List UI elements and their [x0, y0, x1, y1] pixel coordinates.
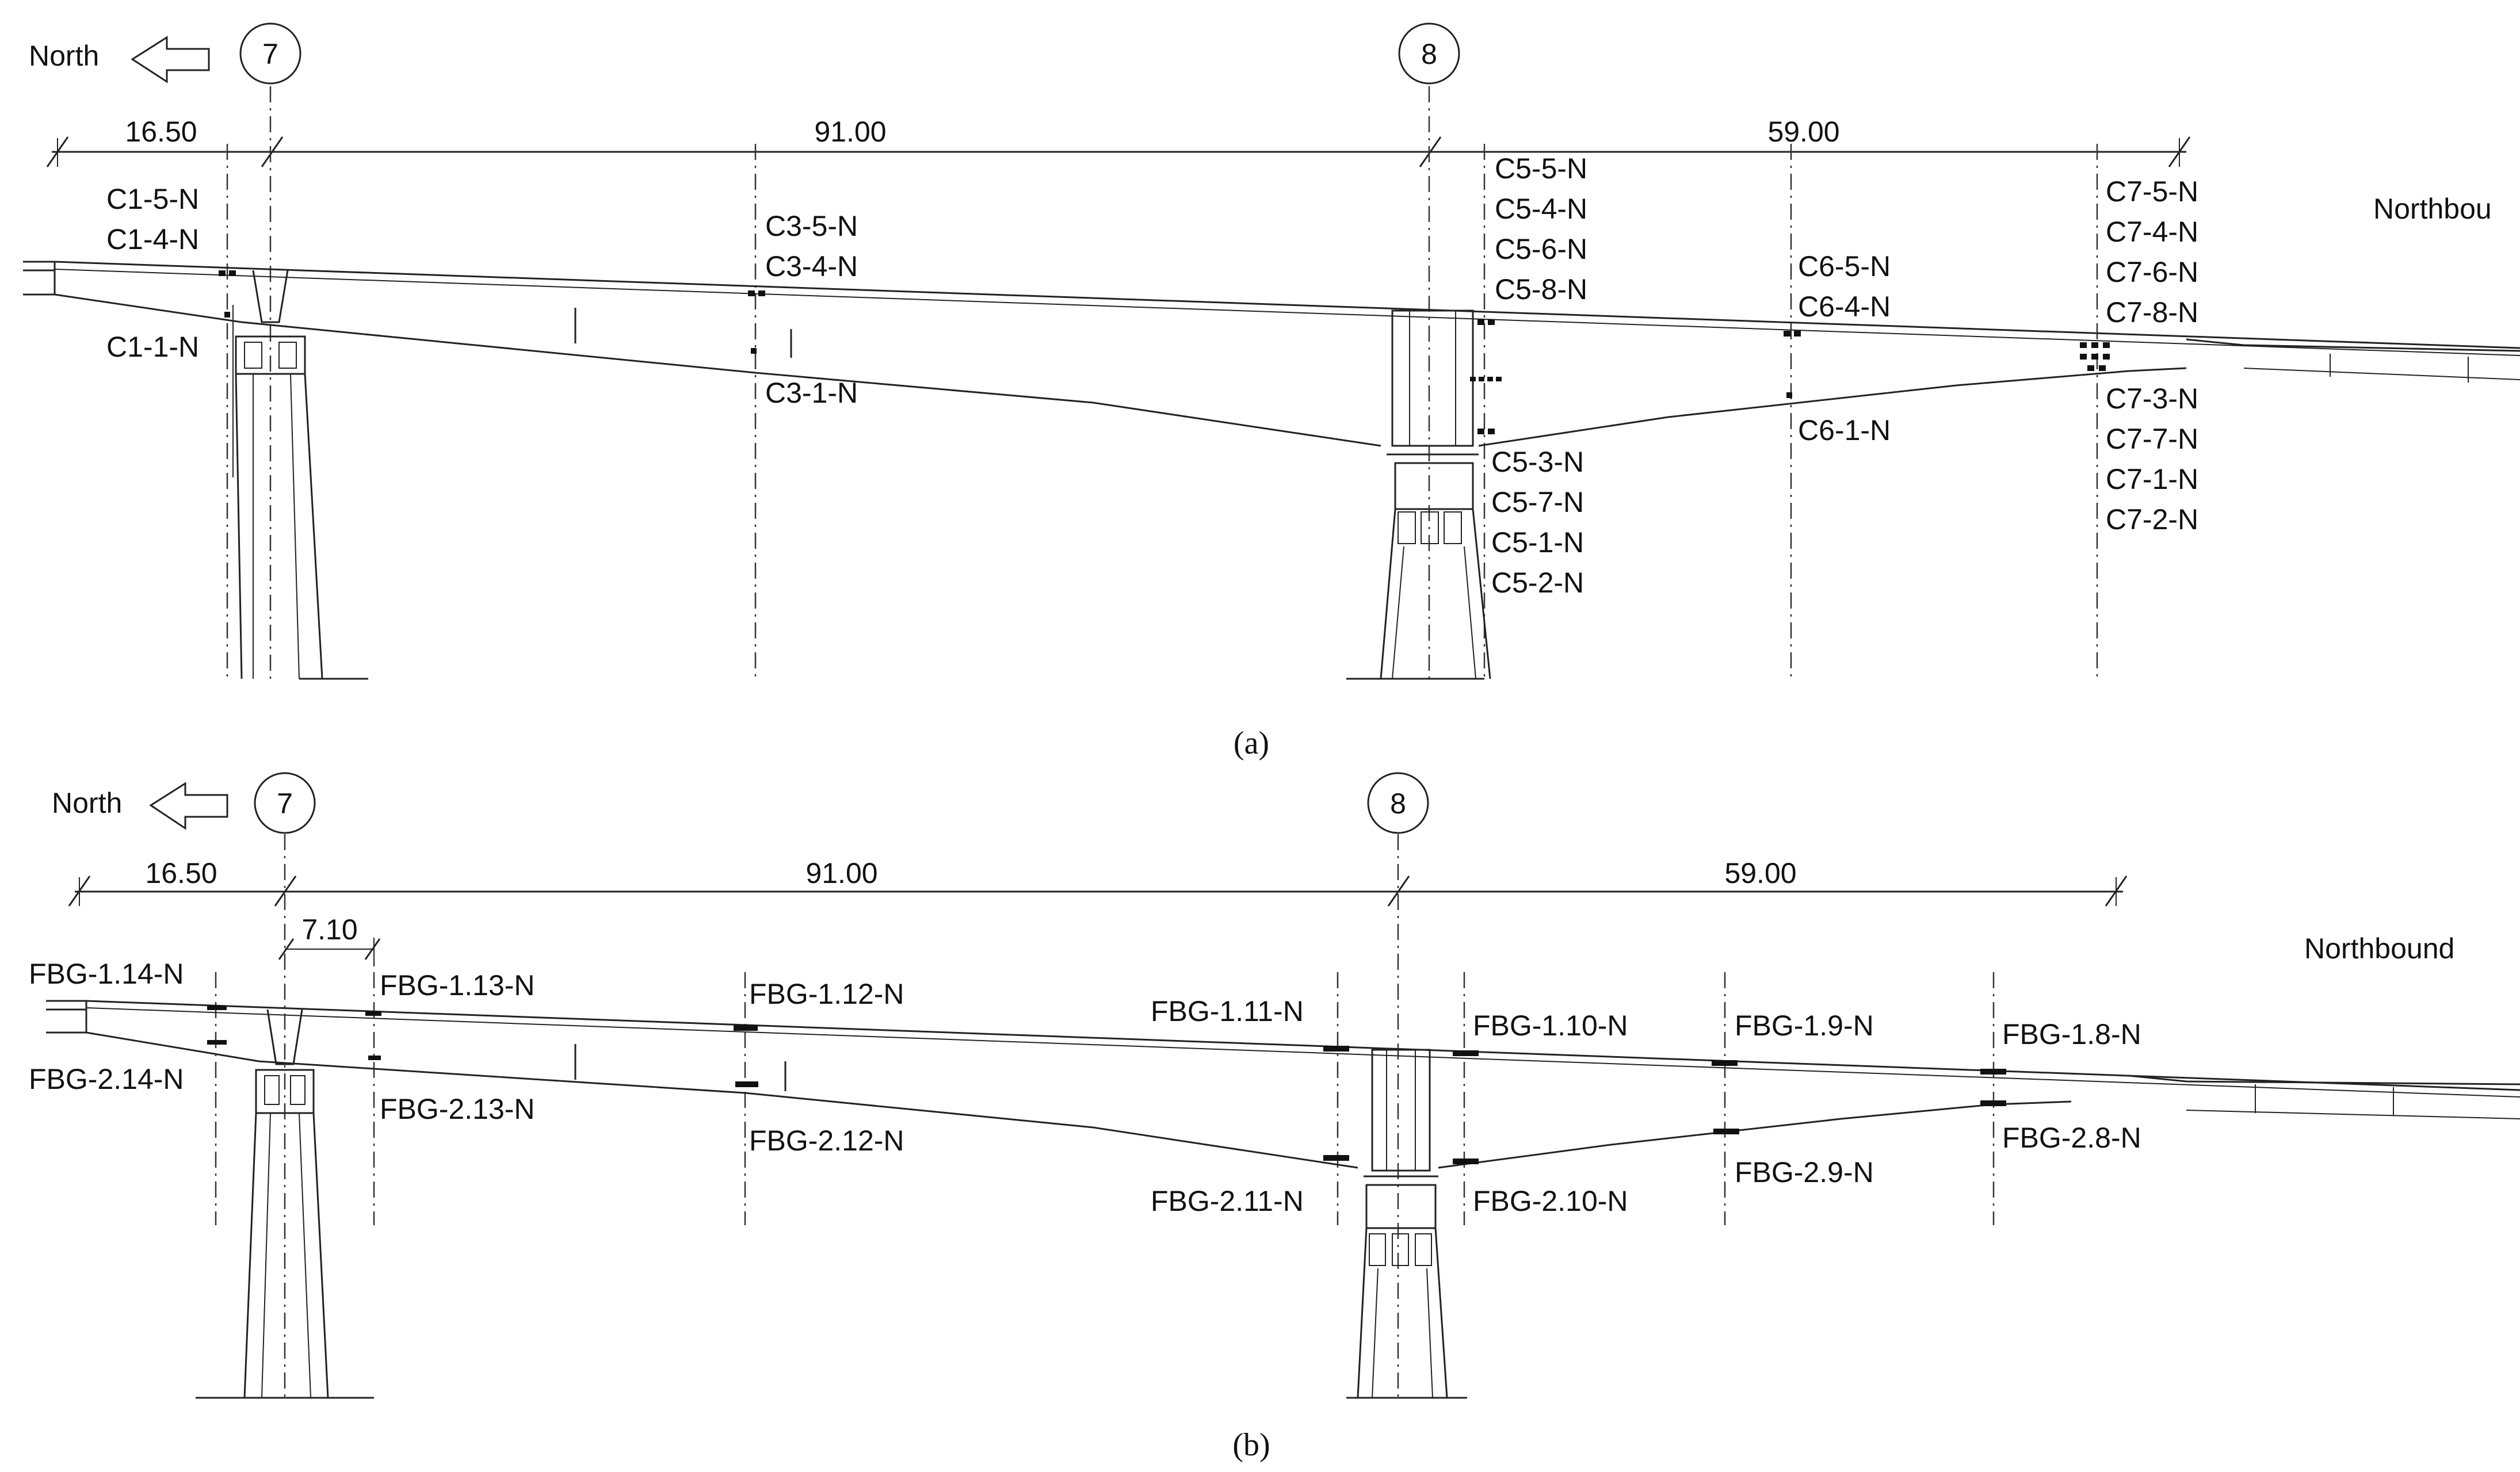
c7-label: C7-6-N — [2106, 256, 2198, 288]
pier-8-label-a: 8 — [1421, 38, 1437, 70]
caption-b: (b) — [1232, 1427, 1270, 1463]
c3-label: C3-1-N — [765, 377, 858, 409]
fbg-label: FBG-1.12-N — [749, 978, 904, 1010]
c5-label: C5-5-N — [1495, 152, 1587, 185]
c5-label: C5-6-N — [1495, 233, 1587, 265]
span-1-label-b: 16.50 — [145, 857, 217, 889]
fbg-label: FBG-2.13-N — [380, 1093, 535, 1125]
sensor-marks-a — [219, 270, 2110, 434]
c1-label: C1-1-N — [106, 331, 199, 363]
c7-label: C7-2-N — [2106, 503, 2198, 536]
span-3-label-b: 59.00 — [1724, 857, 1796, 889]
c1-label: C1-4-N — [106, 223, 199, 255]
sensor-marks-b — [207, 1005, 2006, 1164]
span-1-label-a: 16.50 — [125, 116, 197, 148]
direction-label-b: Northbound — [2304, 932, 2454, 965]
panel-b: North 7 8 16.50 91.00 59.00 7.10 Northbo… — [29, 772, 2520, 1463]
fbg-label: FBG-2.12-N — [749, 1125, 904, 1157]
pier-8-marker-b — [1367, 772, 1429, 834]
fbg-label: FBG-2.9-N — [1735, 1156, 1874, 1188]
direction-label-a: Northbou — [2373, 193, 2492, 225]
c3-label: C3-5-N — [765, 210, 858, 242]
c7-label: C7-3-N — [2106, 383, 2198, 415]
dimension-line-b — [68, 875, 2128, 966]
pier-7-label-b: 7 — [277, 787, 293, 820]
girder-a — [23, 261, 2520, 447]
c5-label: C5-1-N — [1491, 526, 1584, 559]
c7-label: C7-7-N — [2106, 423, 2198, 455]
pier-8-marker-a — [1398, 22, 1460, 85]
fbg-label: FBG-1.9-N — [1735, 1010, 1874, 1042]
span-3-label-a: 59.00 — [1767, 116, 1839, 148]
c5-label: C5-4-N — [1495, 193, 1587, 225]
fbg-label: FBG-2.10-N — [1473, 1185, 1628, 1217]
c5-label: C5-8-N — [1495, 273, 1587, 305]
pier-7-label-a: 7 — [262, 38, 278, 70]
pier-7-marker-a — [239, 22, 301, 85]
fbg-label: FBG-2.8-N — [2002, 1122, 2141, 1154]
span-2-label-b: 91.00 — [805, 857, 877, 889]
north-label-a: North — [29, 40, 99, 72]
c7-label: C7-8-N — [2106, 296, 2198, 328]
pier-8-label-b: 8 — [1390, 787, 1406, 820]
fbg-label: FBG-2.11-N — [1151, 1185, 1304, 1217]
c5-label: C5-2-N — [1491, 567, 1584, 599]
section-lines-a — [226, 86, 2098, 679]
c5-label: C5-3-N — [1491, 446, 1584, 478]
c6-label: C6-4-N — [1798, 290, 1891, 323]
offset-label-b: 7.10 — [301, 913, 357, 946]
pier-7-a — [232, 270, 323, 679]
c5-label: C5-7-N — [1491, 486, 1584, 518]
pier-7-marker-b — [254, 772, 316, 834]
caption-a: (a) — [1234, 725, 1269, 761]
north-arrow-icon-b — [149, 782, 228, 830]
fbg-label: FBG-1.8-N — [2002, 1018, 2141, 1050]
fbg-label: FBG-1.14-N — [29, 958, 184, 990]
pier-8-b — [1346, 1049, 1467, 1399]
c1-label: C1-5-N — [106, 183, 199, 215]
fbg-label: FBG-1.10-N — [1473, 1010, 1628, 1042]
c6-label: C6-1-N — [1798, 414, 1891, 446]
c7-label: C7-5-N — [2106, 175, 2198, 208]
pier-7-b — [196, 1009, 374, 1399]
north-arrow-icon-a — [131, 36, 210, 83]
fbg-label: FBG-1.11-N — [1151, 995, 1304, 1027]
c7-label: C7-4-N — [2106, 216, 2198, 248]
dimension-line-a — [46, 136, 2191, 167]
fbg-label: FBG-2.14-N — [29, 1063, 184, 1095]
girder-b — [46, 1000, 2520, 1169]
fbg-label: FBG-1.13-N — [380, 969, 535, 1001]
c3-label: C3-4-N — [765, 250, 858, 282]
pier-8-a — [1346, 309, 1491, 680]
c6-label: C6-5-N — [1798, 250, 1891, 282]
c7-label: C7-1-N — [2106, 463, 2198, 495]
span-2-label-a: 91.00 — [814, 116, 886, 148]
north-label-b: North — [52, 787, 122, 819]
panel-a: North 7 8 16.50 91.00 59.00 Northbou — [23, 22, 2520, 761]
